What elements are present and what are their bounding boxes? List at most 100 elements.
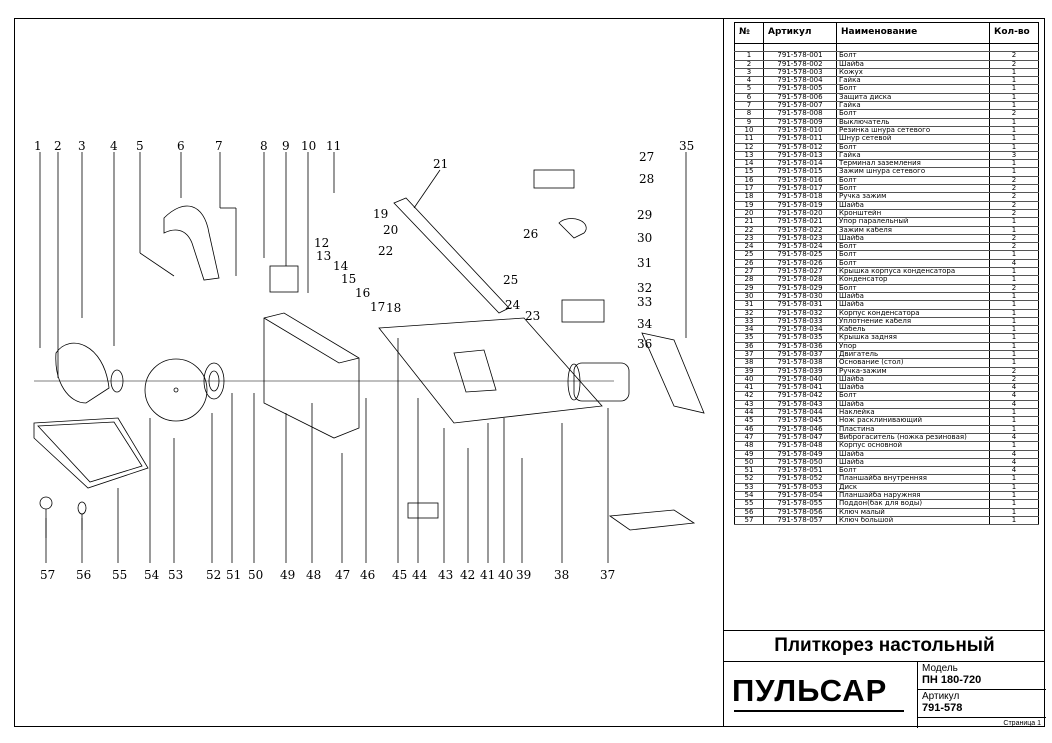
row-name: Ручка-зажим [836,367,990,376]
row-qty: 1 [989,309,1039,318]
row-no: 43 [734,400,764,410]
row-no: 25 [734,250,764,260]
callout-number: 37 [600,568,616,582]
callout-number: 44 [412,568,428,582]
row-no: 49 [734,450,764,459]
row-qty: 4 [989,391,1039,401]
row-article: 791-578-050 [763,458,837,468]
row-qty: 1 [989,317,1039,327]
row-no: 52 [734,474,764,484]
row-article: 791-578-049 [763,450,837,459]
row-name: Шайба [836,201,990,210]
main-housing-shape [263,312,360,439]
callout-number: 26 [523,227,539,241]
row-no: 5 [734,84,764,94]
row-qty: 2 [989,51,1039,61]
callout-number: 10 [301,139,317,153]
callout-number: 28 [639,172,655,186]
row-article: 791-578-035 [763,333,837,343]
row-name: Защита диска [836,93,990,103]
row-name: Резинка шнура сетевого [836,126,990,136]
row-name: Шайба [836,292,990,302]
row-qty: 2 [989,201,1039,210]
row-article: 791-578-042 [763,391,837,401]
blade-disc-shape [144,358,208,422]
row-qty: 1 [989,491,1039,501]
row-qty: 1 [989,358,1039,368]
row-name: Гайка [836,101,990,111]
row-name: Болт [836,284,990,293]
row-article: 791-578-037 [763,350,837,360]
table-shape [378,317,603,424]
row-name: Зажим кабеля [836,226,990,235]
callout-number: 45 [392,568,408,582]
callout-number: 5 [136,139,144,153]
row-qty: 1 [989,508,1039,517]
row-no: 29 [734,284,764,293]
row-article: 791-578-027 [763,267,837,277]
callout-number: 43 [438,568,454,582]
callout-number: 19 [373,207,389,221]
row-article: 791-578-036 [763,342,837,352]
callout-number: 12 [314,236,330,250]
row-article: 791-578-023 [763,234,837,244]
row-no: 27 [734,267,764,277]
row-name: Кожух [836,68,990,78]
row-name: Болт [836,391,990,401]
row-no: 26 [734,259,764,269]
row-no: 4 [734,76,764,86]
callout-number: 18 [386,301,402,315]
article-label: Артикул [922,691,960,702]
row-no: 28 [734,275,764,285]
callout-number: 56 [76,568,92,582]
row-qty: 2 [989,209,1039,219]
header-name: Наименование [836,22,990,44]
article-value: 791-578 [922,702,963,714]
row-no: 48 [734,441,764,451]
brand-underline [734,710,904,712]
row-no: 51 [734,466,764,476]
row-article: 791-578-024 [763,242,837,252]
row-no: 54 [734,491,764,501]
row-article: 791-578-003 [763,68,837,78]
callout-number: 51 [226,568,242,582]
row-name: Болт [836,259,990,269]
callout-number: 29 [637,208,653,222]
callout-number: 33 [637,295,653,309]
row-qty: 1 [989,474,1039,484]
row-qty: 1 [989,250,1039,260]
callout-number: 22 [378,244,394,258]
row-name: Наклейка [836,408,990,418]
row-article: 791-578-019 [763,201,837,210]
drawing-frame [14,18,1045,727]
row-name: Болт [836,51,990,61]
row-name: Крышка корпуса конденсатора [836,267,990,277]
row-name: Гайка [836,76,990,86]
row-no: 11 [734,134,764,144]
callout-number: 25 [503,273,519,287]
row-name: Двигатель [836,350,990,360]
callout-number: 50 [248,568,264,582]
row-no: 17 [734,184,764,194]
row-qty: 2 [989,284,1039,293]
parallel-fence-shape [393,197,510,314]
row-qty: 2 [989,367,1039,376]
row-name: Гайка [836,151,990,161]
row-name: Болт [836,250,990,260]
row-article: 791-578-057 [763,516,837,526]
callout-number: 7 [215,139,223,153]
row-no: 33 [734,317,764,327]
leader-lines-bottom [45,338,609,563]
row-no: 50 [734,458,764,468]
row-name: Ручка зажим [836,192,990,202]
